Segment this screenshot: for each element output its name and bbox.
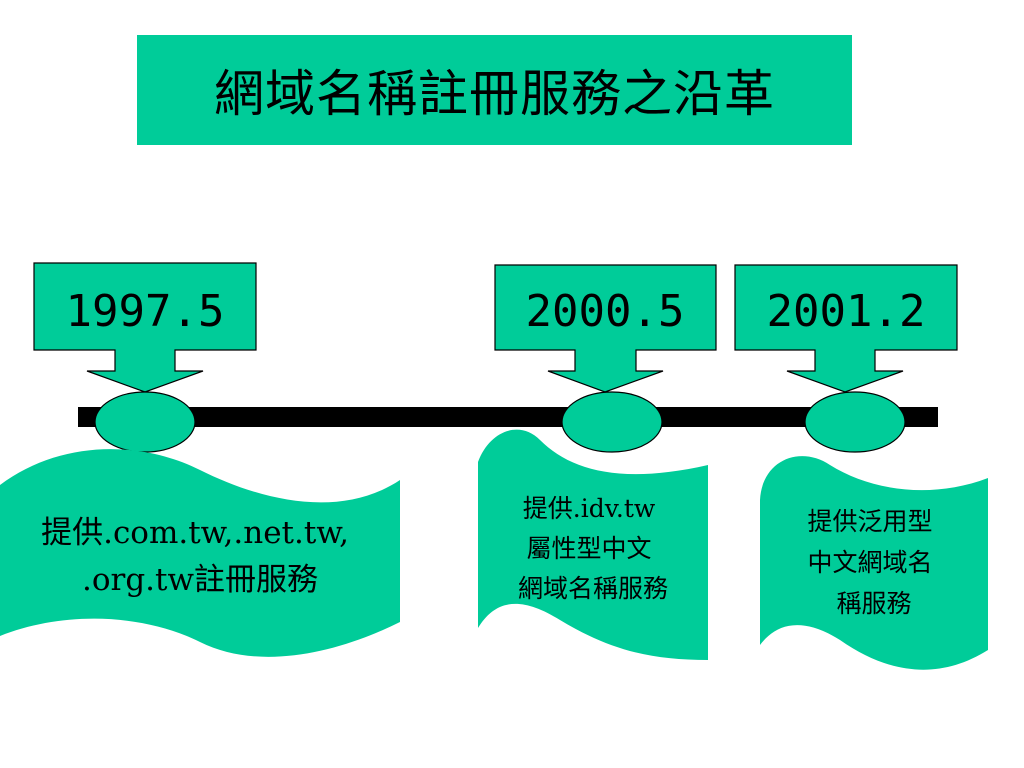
- milestone-callout-3: [734, 264, 958, 393]
- timeline-marker-3: [804, 391, 906, 453]
- description-line: 中文網域名: [808, 548, 933, 577]
- slide-title: 網域名稱註冊服務之沿革: [137, 35, 852, 145]
- description-line: 提供泛用型: [808, 507, 933, 536]
- milestone-description-3: 提供泛用型 中文網域名 稱服務: [808, 507, 941, 618]
- description-line: 稱服務: [836, 589, 911, 618]
- timeline-bar: [78, 407, 938, 427]
- description-banner-2: [478, 429, 708, 660]
- description-line: .org.tw註冊服務: [82, 562, 318, 598]
- milestone-date-3: 2001.2: [767, 286, 926, 337]
- description-line: 提供.idv.tw: [523, 494, 656, 523]
- description-banner-3: [760, 456, 988, 670]
- milestone-description-1: 提供.com.tw,.net.tw, .org.tw註冊服務: [41, 515, 359, 598]
- timeline-marker-1: [94, 391, 196, 453]
- timeline-marker-2: [561, 391, 663, 453]
- description-line: 屬性型中文: [527, 534, 652, 563]
- description-banner-1: [0, 449, 400, 657]
- description-line: 網域名稱服務: [518, 574, 668, 603]
- milestone-callout-1: [33, 262, 257, 393]
- milestone-date-1: 1997.5: [66, 286, 225, 337]
- milestone-date-2: 2000.5: [526, 286, 685, 337]
- milestone-callout-2: [494, 264, 717, 393]
- milestone-description-2: 提供.idv.tw 屬性型中文 網域名稱服務: [518, 494, 668, 603]
- description-line: 提供.com.tw,.net.tw,: [41, 515, 349, 551]
